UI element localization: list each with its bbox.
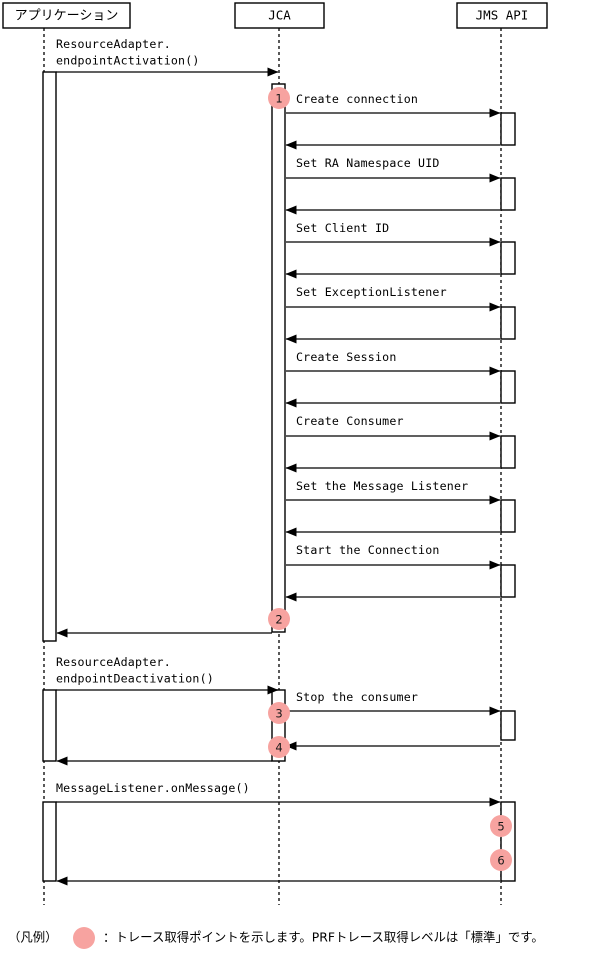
message-label-m4: Set RA Namespace UID <box>296 156 440 170</box>
message-m8: Set ExceptionListener <box>286 285 501 312</box>
participant-box-app <box>2 2 131 29</box>
participant-box-jca <box>234 2 325 29</box>
activation-bar-jms-9 <box>500 564 516 598</box>
legend-trace-dot <box>73 927 95 949</box>
participant-label-jms: JMS API <box>476 8 529 23</box>
activation-bar-jms-6 <box>500 370 516 404</box>
message-label-m23: MessageListener.onMessage() <box>56 781 250 795</box>
message-m19: ResourceAdapter.endpointDeactivation() <box>56 655 279 695</box>
message-label-m1: ResourceAdapter.endpointActivation() <box>56 37 200 68</box>
trace-point-3: 3 <box>268 702 290 724</box>
trace-point-circle-4 <box>268 736 290 758</box>
participant-app[interactable]: アプリケーション <box>2 2 131 29</box>
participant-boxes-layer: アプリケーション JCA JMS API <box>2 2 548 29</box>
message-label-m8: Set ExceptionListener <box>296 285 447 299</box>
message-label-m12: Create Consumer <box>296 414 404 428</box>
participant-label-jca: JCA <box>268 8 291 23</box>
trace-point-2: 2 <box>268 608 290 630</box>
message-m12: Create Consumer <box>286 414 501 441</box>
trace-point-circle-1 <box>268 87 290 109</box>
trace-point-number-6: 6 <box>497 854 504 868</box>
trace-point-circle-3 <box>268 702 290 724</box>
trace-point-1: 1 <box>268 87 290 109</box>
message-m10: Create Session <box>286 350 501 376</box>
message-m6: Set Client ID <box>286 221 501 247</box>
activation-bar-jms-5 <box>500 306 516 340</box>
trace-point-number-3: 3 <box>275 707 282 721</box>
trace-point-circle-5 <box>490 815 512 837</box>
activation-bar-jms-3 <box>500 177 516 211</box>
activation-bar-jms-8 <box>500 499 516 533</box>
trace-point-number-4: 4 <box>275 741 282 755</box>
activation-bar-jms-4 <box>500 241 516 275</box>
trace-point-number-2: 2 <box>275 613 282 627</box>
messages-layer: ResourceAdapter.endpointActivation() Crea… <box>56 37 501 886</box>
trace-points-layer: 1 2 3 4 5 6 <box>268 87 512 871</box>
message-m23: MessageListener.onMessage() <box>56 781 501 807</box>
message-m14: Set the Message Listener <box>286 479 501 505</box>
trace-point-circle-2 <box>268 608 290 630</box>
message-m4: Set RA Namespace UID <box>286 156 501 183</box>
activation-bars-layer <box>42 71 516 882</box>
participant-jca[interactable]: JCA <box>234 2 325 29</box>
legend-description: ：トレース取得ポイントを示します。PRFトレース取得レベルは「標準」です。 <box>103 930 544 945</box>
trace-point-circle-6 <box>490 849 512 871</box>
trace-point-number-5: 5 <box>497 820 504 834</box>
message-label-m10: Create Session <box>296 350 397 364</box>
activation-bar-jca-1 <box>271 83 286 633</box>
participant-box-jms <box>456 2 548 29</box>
activation-bar-app-10 <box>42 689 57 762</box>
trace-point-5: 5 <box>490 815 512 837</box>
message-m1: ResourceAdapter.endpointActivation() <box>56 37 279 77</box>
legend-prefix-label: （凡例） <box>8 930 58 945</box>
message-label-m19: ResourceAdapter.endpointDeactivation() <box>56 655 214 686</box>
message-m20: Stop the consumer <box>286 690 501 716</box>
participant-jms[interactable]: JMS API <box>456 2 548 29</box>
trace-point-number-1: 1 <box>275 92 282 106</box>
message-label-m14: Set the Message Listener <box>296 479 468 493</box>
legend: （凡例） ：トレース取得ポイントを示します。PRFトレース取得レベルは「標準」です… <box>8 927 544 949</box>
activation-bar-jms-7 <box>500 435 516 469</box>
activation-bar-jms-12 <box>500 710 516 741</box>
participant-label-app: アプリケーション <box>15 9 119 24</box>
message-label-m2: Create connection <box>296 92 418 106</box>
trace-point-6: 6 <box>490 849 512 871</box>
activation-bar-app-13 <box>42 801 57 882</box>
message-label-m20: Stop the consumer <box>296 690 418 704</box>
message-label-m6: Set Client ID <box>296 221 389 235</box>
message-label-m16: Start the Connection <box>296 543 440 557</box>
activation-bar-jms-2 <box>500 112 516 146</box>
activation-bar-app-0 <box>42 71 57 642</box>
message-m16: Start the Connection <box>286 543 501 570</box>
trace-point-4: 4 <box>268 736 290 758</box>
message-m2: Create connection <box>286 92 501 118</box>
